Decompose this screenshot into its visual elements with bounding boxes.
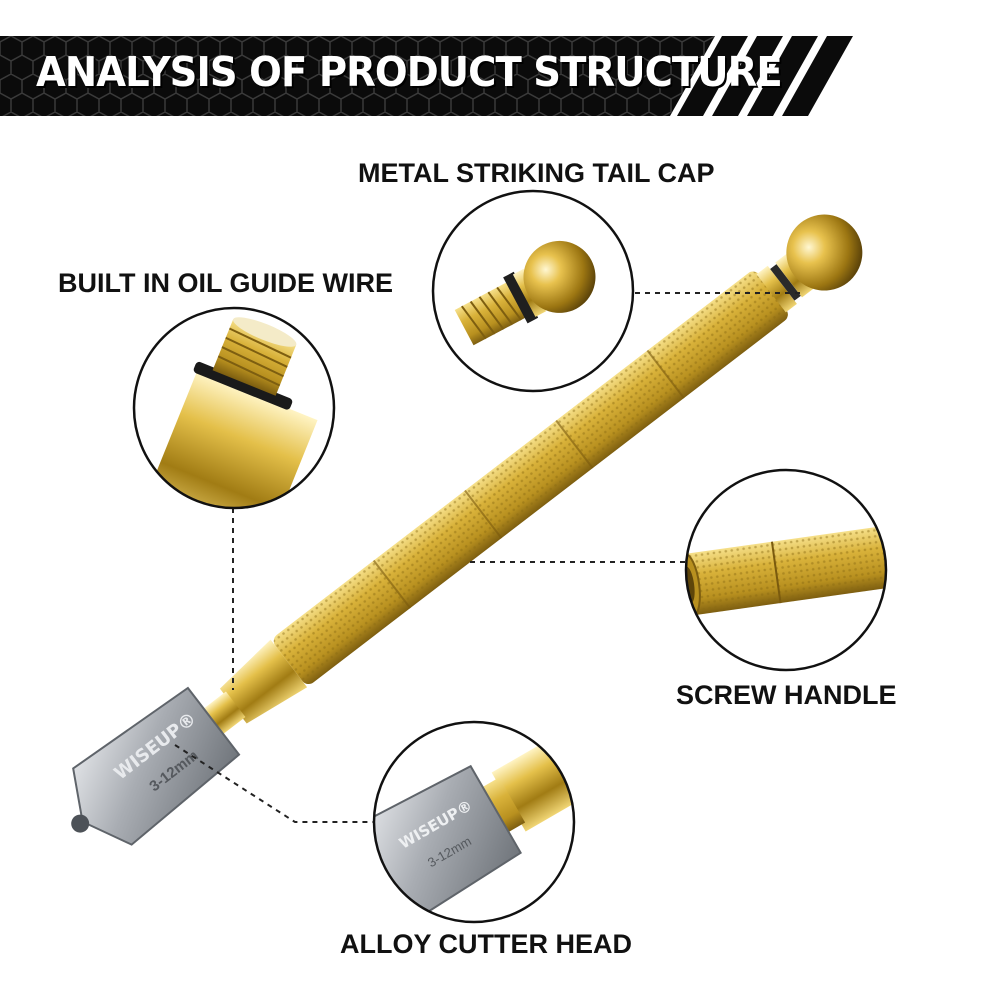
cutter-head bbox=[72, 686, 241, 846]
leader-cutter-head bbox=[174, 744, 375, 823]
label-cutter-head: ALLOY CUTTER HEAD bbox=[340, 929, 633, 959]
label-screw-handle: SCREW HANDLE bbox=[676, 680, 897, 710]
tail-cap-ball bbox=[786, 214, 863, 291]
label-tail-cap: METAL STRIKING TAIL CAP bbox=[358, 158, 715, 188]
glass-cutter-tool: WISEUP® 3-12mm bbox=[71, 214, 863, 846]
detail-cutter-head: WISEUP® 3-12mm bbox=[372, 720, 576, 924]
detail-screw-handle bbox=[684, 468, 888, 672]
title-banner: ANALYSIS OF PRODUCT STRUCTURE bbox=[0, 36, 1000, 116]
front-ferrule bbox=[219, 639, 308, 724]
detail-oil-wire bbox=[132, 306, 336, 510]
banner-stripe bbox=[782, 36, 853, 116]
banner-background bbox=[0, 36, 853, 116]
banner-stripe bbox=[747, 36, 818, 116]
detail-tail-cap bbox=[431, 189, 635, 393]
banner-stripe bbox=[677, 36, 748, 116]
banner-stripe bbox=[712, 36, 783, 116]
banner-title: ANALYSIS OF PRODUCT STRUCTURE bbox=[36, 48, 783, 96]
leader-lines bbox=[174, 292, 800, 823]
label-oil-wire: BUILT IN OIL GUIDE WIRE bbox=[58, 268, 393, 298]
cutting-wheel bbox=[71, 814, 90, 833]
